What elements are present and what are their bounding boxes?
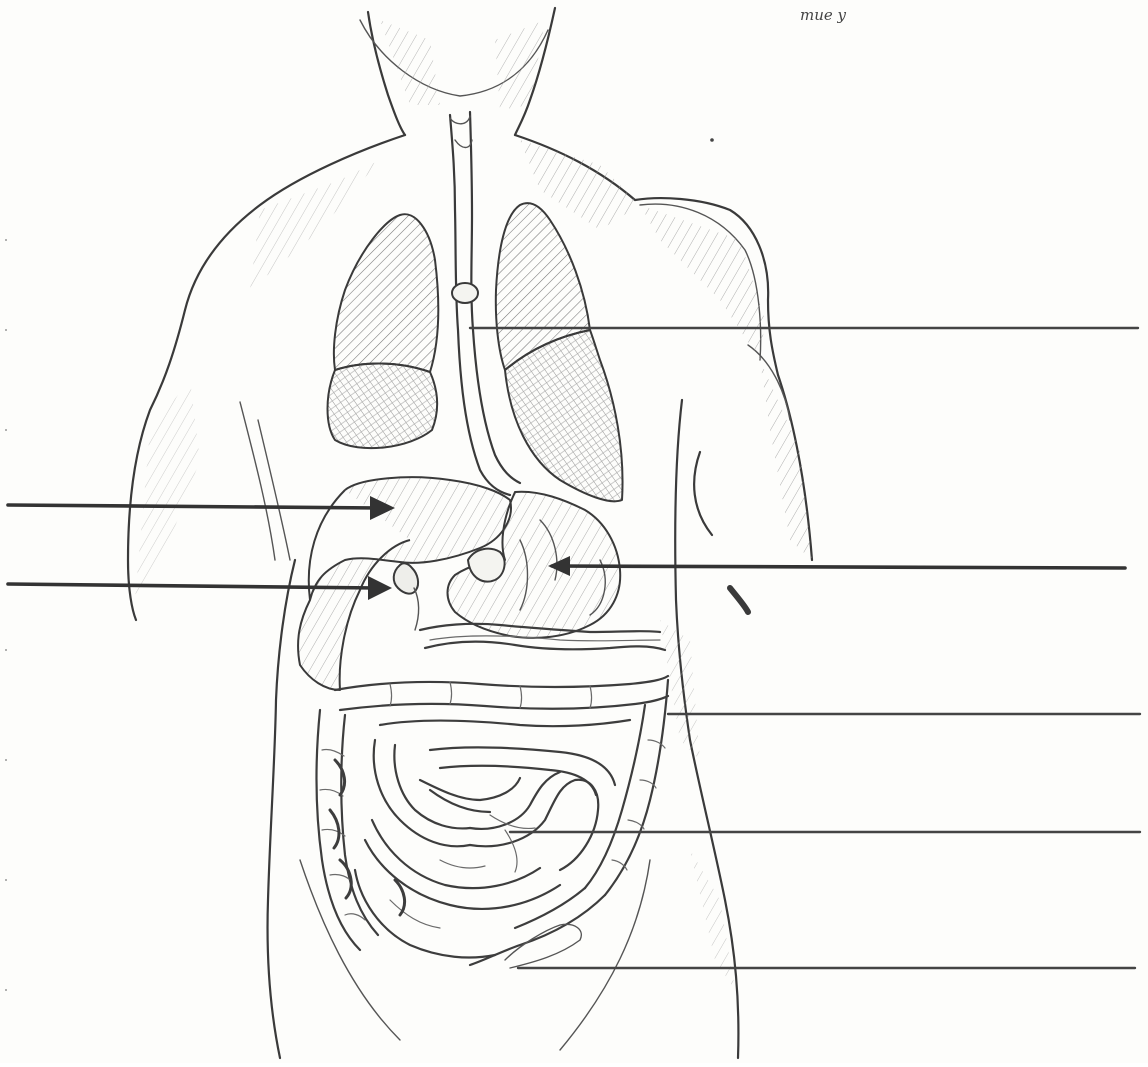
- large-intestine: [316, 676, 668, 968]
- gallbladder: [394, 563, 419, 630]
- label-line-stomach: [552, 566, 1125, 568]
- label-arrow-liver: [8, 505, 380, 508]
- small-intestine: [330, 720, 630, 958]
- arrowhead-gallbladder: [368, 576, 392, 600]
- top-caption: тие у: [800, 6, 846, 24]
